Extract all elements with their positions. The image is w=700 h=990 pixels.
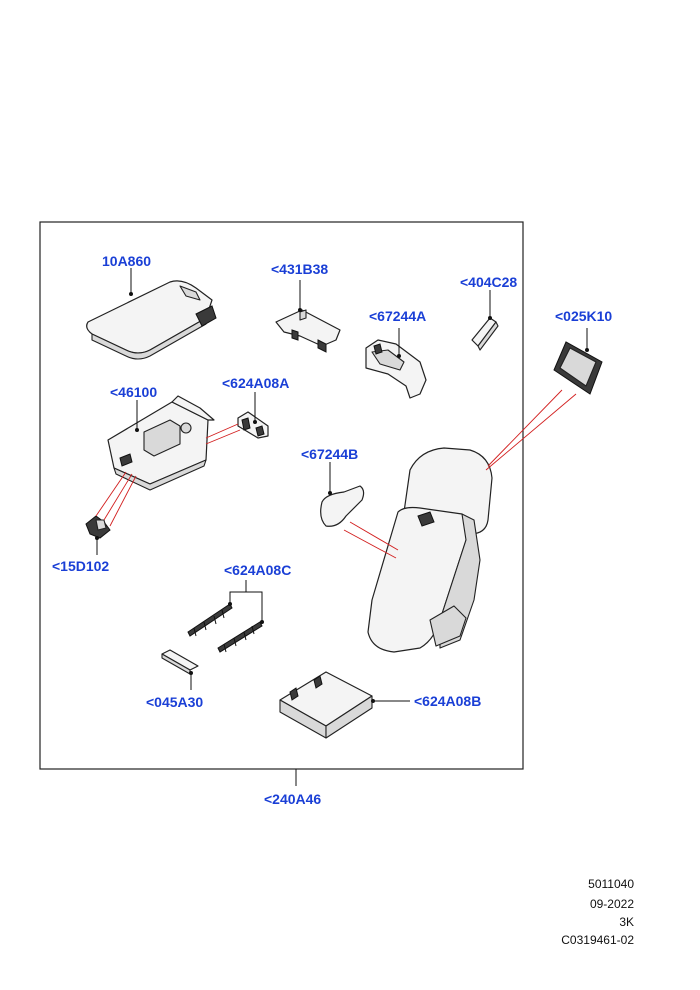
part-trim-67244b xyxy=(320,485,365,527)
drawing-revision: 3K xyxy=(619,915,634,929)
part-trim-045a30 xyxy=(161,649,199,675)
part-trim-404c28 xyxy=(471,317,499,351)
part-bracket-431b38 xyxy=(275,309,341,353)
label-67244b: <67244B xyxy=(301,446,359,462)
part-rear-seat xyxy=(367,447,493,653)
part-clip-strips-624a08c xyxy=(187,603,263,653)
part-latch-15d102 xyxy=(85,515,111,539)
label-404c28: <404C28 xyxy=(460,274,518,290)
label-10a860: 10A860 xyxy=(102,253,152,269)
label-045a30: <045A30 xyxy=(146,694,204,710)
part-armrest-lid xyxy=(86,280,217,360)
label-46100: <46100 xyxy=(110,384,158,400)
label-624a08c: <624A08C xyxy=(224,562,292,578)
part-pad-025k10 xyxy=(553,341,603,395)
label-624a08b: <624A08B xyxy=(414,693,482,709)
part-clip-624a08a xyxy=(237,411,269,439)
part-base-624a08b xyxy=(279,671,373,739)
label-624a08a: <624A08A xyxy=(222,375,290,391)
assembly-frame xyxy=(39,221,524,770)
drawing-number: 5011040 xyxy=(588,877,634,891)
label-025k10: <025K10 xyxy=(555,308,613,324)
part-trim-67244a xyxy=(365,339,427,399)
label-240a46: <240A46 xyxy=(264,791,322,807)
drawing-date: 09-2022 xyxy=(589,897,634,911)
label-431b38: <431B38 xyxy=(271,261,329,277)
label-67244a: <67244A xyxy=(369,308,427,324)
label-15d102: <15D102 xyxy=(52,558,110,574)
part-console-46100 xyxy=(107,395,215,491)
catalog-reference: C0319461-02 xyxy=(561,933,634,947)
